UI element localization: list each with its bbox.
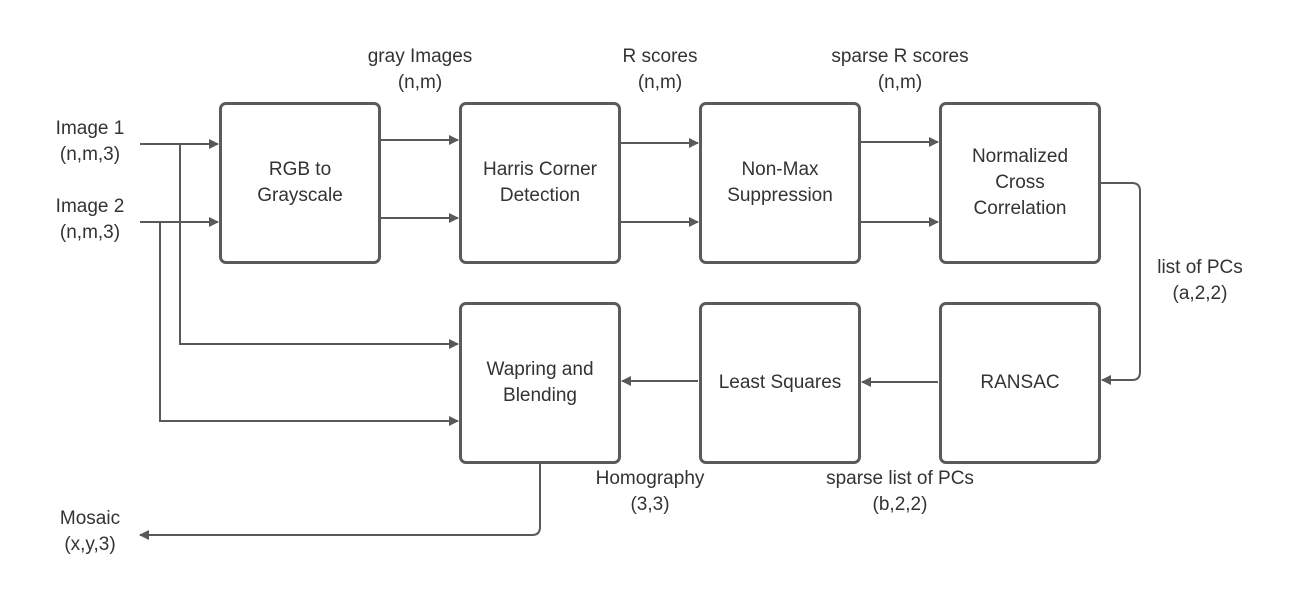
harris-corner-detection-box: Harris Corner Detection (459, 102, 621, 264)
image2-label: Image 2 (n,m,3) (55, 196, 125, 243)
least-squares-box: Least Squares (699, 302, 861, 464)
arrow-warping-to-mosaic (139, 463, 541, 540)
image1-label: Image 1 (n,m,3) (55, 118, 125, 165)
mosaic-label: Mosaic (x,y,3) (59, 508, 121, 555)
list-of-pcs-label: list of PCs (a,2,2) (1157, 257, 1243, 304)
sparse-r-scores-label: sparse R scores (n,m) (831, 46, 969, 93)
homography-label: Homography (3,3) (595, 468, 705, 515)
arrow-image1-to-warping (179, 144, 459, 349)
sparse-list-of-pcs-label: sparse list of PCs (b,2,2) (826, 468, 974, 515)
rgb-to-grayscale-box: RGB to Grayscale (219, 102, 381, 264)
arrow-image2-to-warping (159, 222, 459, 426)
normalized-cross-correlation-box: Normalized Cross Correlation (939, 102, 1101, 264)
arrow-ncc-to-ransac (1101, 182, 1141, 385)
gray-images-label: gray Images (n,m) (367, 46, 473, 93)
warping-and-blending-box: Wapring and Blending (459, 302, 621, 464)
non-max-suppression-box: Non-Max Suppression (699, 102, 861, 264)
r-scores-label: R scores (n,m) (622, 46, 698, 93)
ransac-box: RANSAC (939, 302, 1101, 464)
